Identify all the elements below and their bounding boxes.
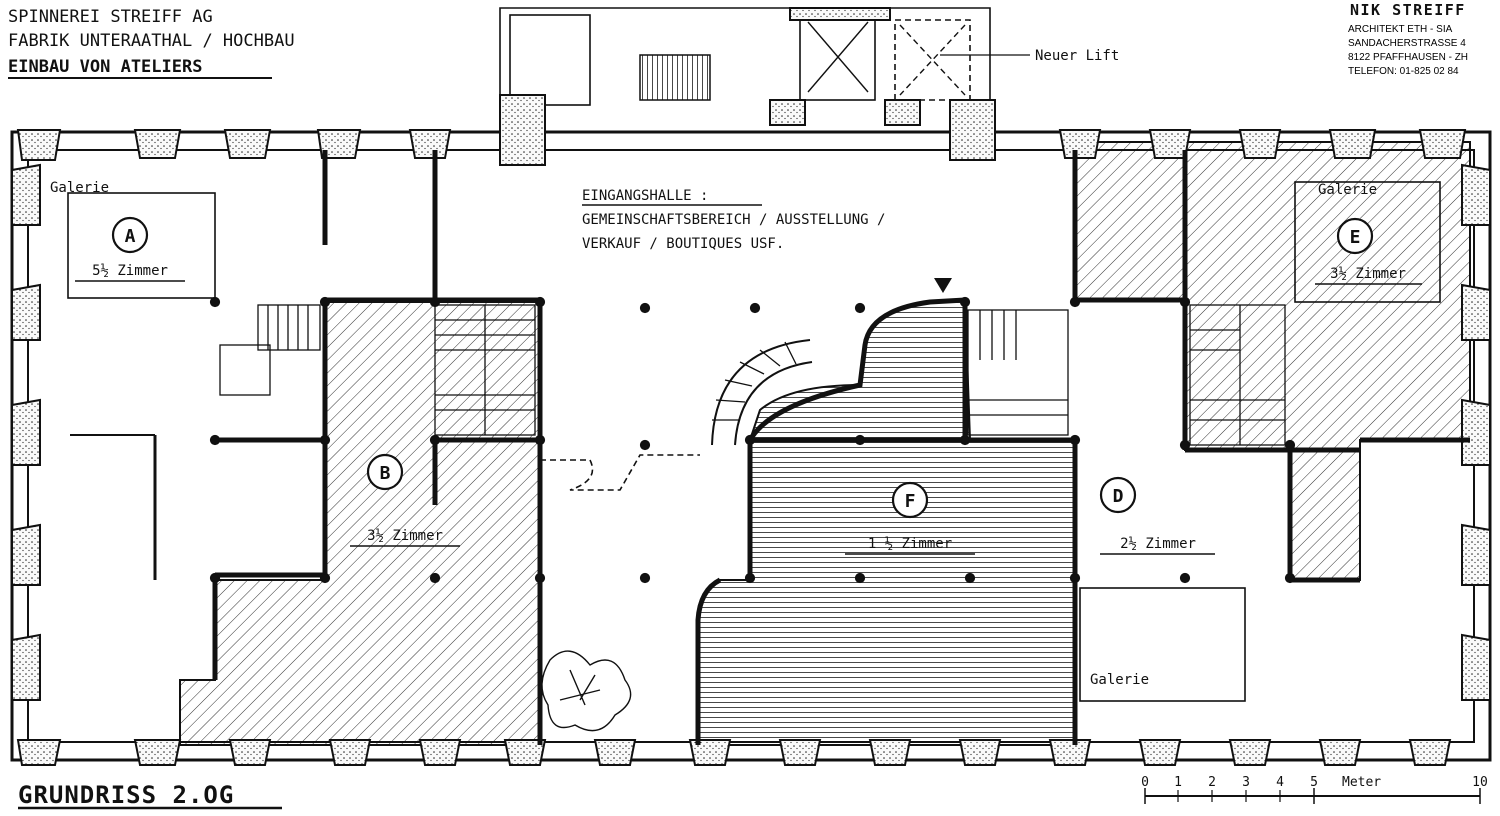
unit-b-letter: B: [380, 463, 391, 484]
scale-tick-3: 3: [1242, 775, 1250, 790]
unit-e-rooms: 3½ Zimmer: [1330, 266, 1406, 282]
scale-tick-2: 2: [1208, 775, 1216, 790]
unit-b-hatched-area: [179, 301, 541, 746]
galleries: [67, 181, 1441, 702]
project-line-3: EINBAU VON ATELIERS: [8, 57, 202, 77]
architect-name: NIK STREIFF: [1350, 1, 1466, 19]
unit-e-hatched-area: [1074, 141, 1471, 581]
unit-f-hatched-area: [697, 298, 1076, 746]
unit-d-letter: D: [1113, 486, 1124, 507]
scale-unit: Meter: [1342, 775, 1381, 790]
hall-line-2: GEMEINSCHAFTSBEREICH / AUSSTELLUNG /: [582, 212, 885, 228]
galerie-label-a: Galerie: [50, 180, 109, 196]
unit-f-rooms: 1 ½ Zimmer: [868, 536, 952, 552]
entrance-arrow-icon: [934, 278, 952, 293]
architect-city: 8122 PFAFFHAUSEN - ZH: [1348, 52, 1468, 63]
scale-tick-1: 1: [1174, 775, 1182, 790]
scale-tick-0: 0: [1141, 775, 1149, 790]
plan-title: GRUNDRISS 2.OG: [18, 781, 234, 809]
columns: [209, 296, 1296, 584]
unit-marker-e: E 3½ Zimmer: [1315, 217, 1422, 285]
stairs: [219, 304, 1286, 446]
new-lift-label: Neuer Lift: [1035, 48, 1119, 64]
unit-f-letter: F: [905, 491, 916, 512]
galerie-label-d: Galerie: [1090, 672, 1149, 688]
stair-tower: [499, 7, 996, 166]
unit-d-rooms: 2½ Zimmer: [1120, 536, 1196, 552]
architect-street: SANDACHERSTRASSE 4: [1348, 38, 1466, 49]
outer-walls: [10, 129, 1492, 766]
architect-phone: TELEFON: 01-825 02 84: [1348, 66, 1459, 77]
galerie-label-e: Galerie: [1318, 182, 1377, 198]
scale-tick-5: 5: [1310, 775, 1318, 790]
hall-title: EINGANGSHALLE :: [582, 188, 708, 204]
project-line-2: FABRIK UNTERAATHAL / HOCHBAU: [8, 31, 295, 51]
project-line-1: SPINNEREI STREIFF AG: [8, 7, 213, 27]
unit-marker-a: A 5½ Zimmer: [75, 216, 185, 282]
unit-a-rooms: 5½ Zimmer: [92, 263, 168, 279]
hall-dashed-partition: [540, 454, 700, 491]
unit-a-letter: A: [125, 226, 136, 247]
hall-line-3: VERKAUF / BOUTIQUES USF.: [582, 236, 784, 252]
architect-title: ARCHITEKT ETH - SIA: [1348, 24, 1453, 35]
scale-tick-4: 4: [1276, 775, 1284, 790]
unit-marker-d: D 2½ Zimmer: [1099, 476, 1215, 555]
unit-b-rooms: 3½ Zimmer: [367, 528, 443, 544]
unit-marker-b: B 3½ Zimmer: [350, 453, 460, 547]
unit-e-letter: E: [1350, 227, 1361, 248]
scale-bar: 0 1 2 3 4 5 Meter 10: [1141, 775, 1488, 804]
unit-marker-f: F 1 ½ Zimmer: [845, 481, 975, 555]
tree-sketch: [541, 650, 632, 732]
scale-tick-10: 10: [1472, 775, 1488, 790]
